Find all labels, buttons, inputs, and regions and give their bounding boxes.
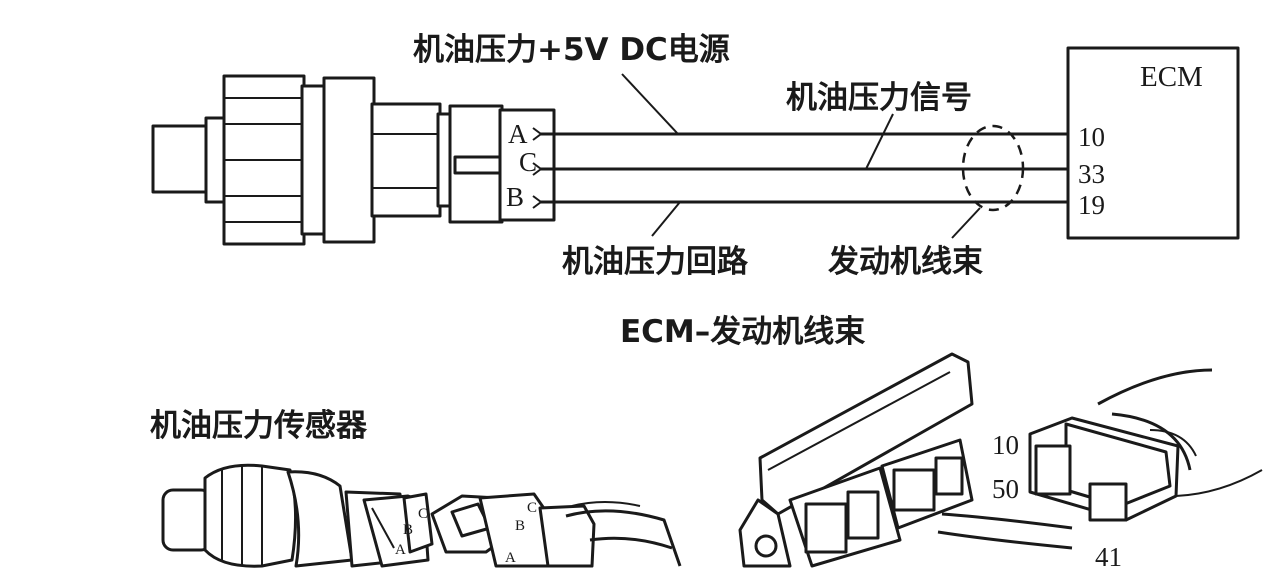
sensor-pin-c: C xyxy=(418,506,428,522)
sensor-photo xyxy=(161,463,682,568)
pin-b-label: B xyxy=(506,182,524,212)
signal-label: 机油压力信号 xyxy=(786,80,972,116)
ecm-box xyxy=(1066,46,1240,240)
harness-label: 发动机线束 xyxy=(827,244,983,280)
sensor-pin-b: B xyxy=(403,522,413,538)
sensor-pin-a: A xyxy=(395,542,406,558)
sensor-title: 机油压力传感器 xyxy=(150,408,368,444)
pin-a-label: A xyxy=(508,119,528,149)
ecm-photo-pin-41: 41 xyxy=(1095,542,1122,570)
ecm-title: ECM xyxy=(1140,61,1203,93)
ecm-photo-pin-50: 50 xyxy=(992,474,1019,504)
plug-pin-c: C xyxy=(527,500,537,516)
harness-marker xyxy=(961,124,1025,212)
return-label: 机油压力回路 xyxy=(562,244,749,280)
ecm-pin-19: 19 xyxy=(1078,190,1105,220)
wires xyxy=(532,73,1068,239)
ecm-harness-title: ECM–发动机线束 xyxy=(620,314,865,350)
pin-c-label: C xyxy=(519,147,537,177)
ecm-pin-33: 33 xyxy=(1078,159,1105,189)
plug-pin-b: B xyxy=(515,518,525,534)
sensor-drawing xyxy=(151,74,556,246)
ecm-pin-10: 10 xyxy=(1078,122,1105,152)
ecm-photo-pin-10: 10 xyxy=(992,430,1019,460)
ecm-photo xyxy=(738,352,1263,568)
plug-pin-a: A xyxy=(505,550,516,566)
power-label: 机油压力+5V DC电源 xyxy=(413,32,730,68)
